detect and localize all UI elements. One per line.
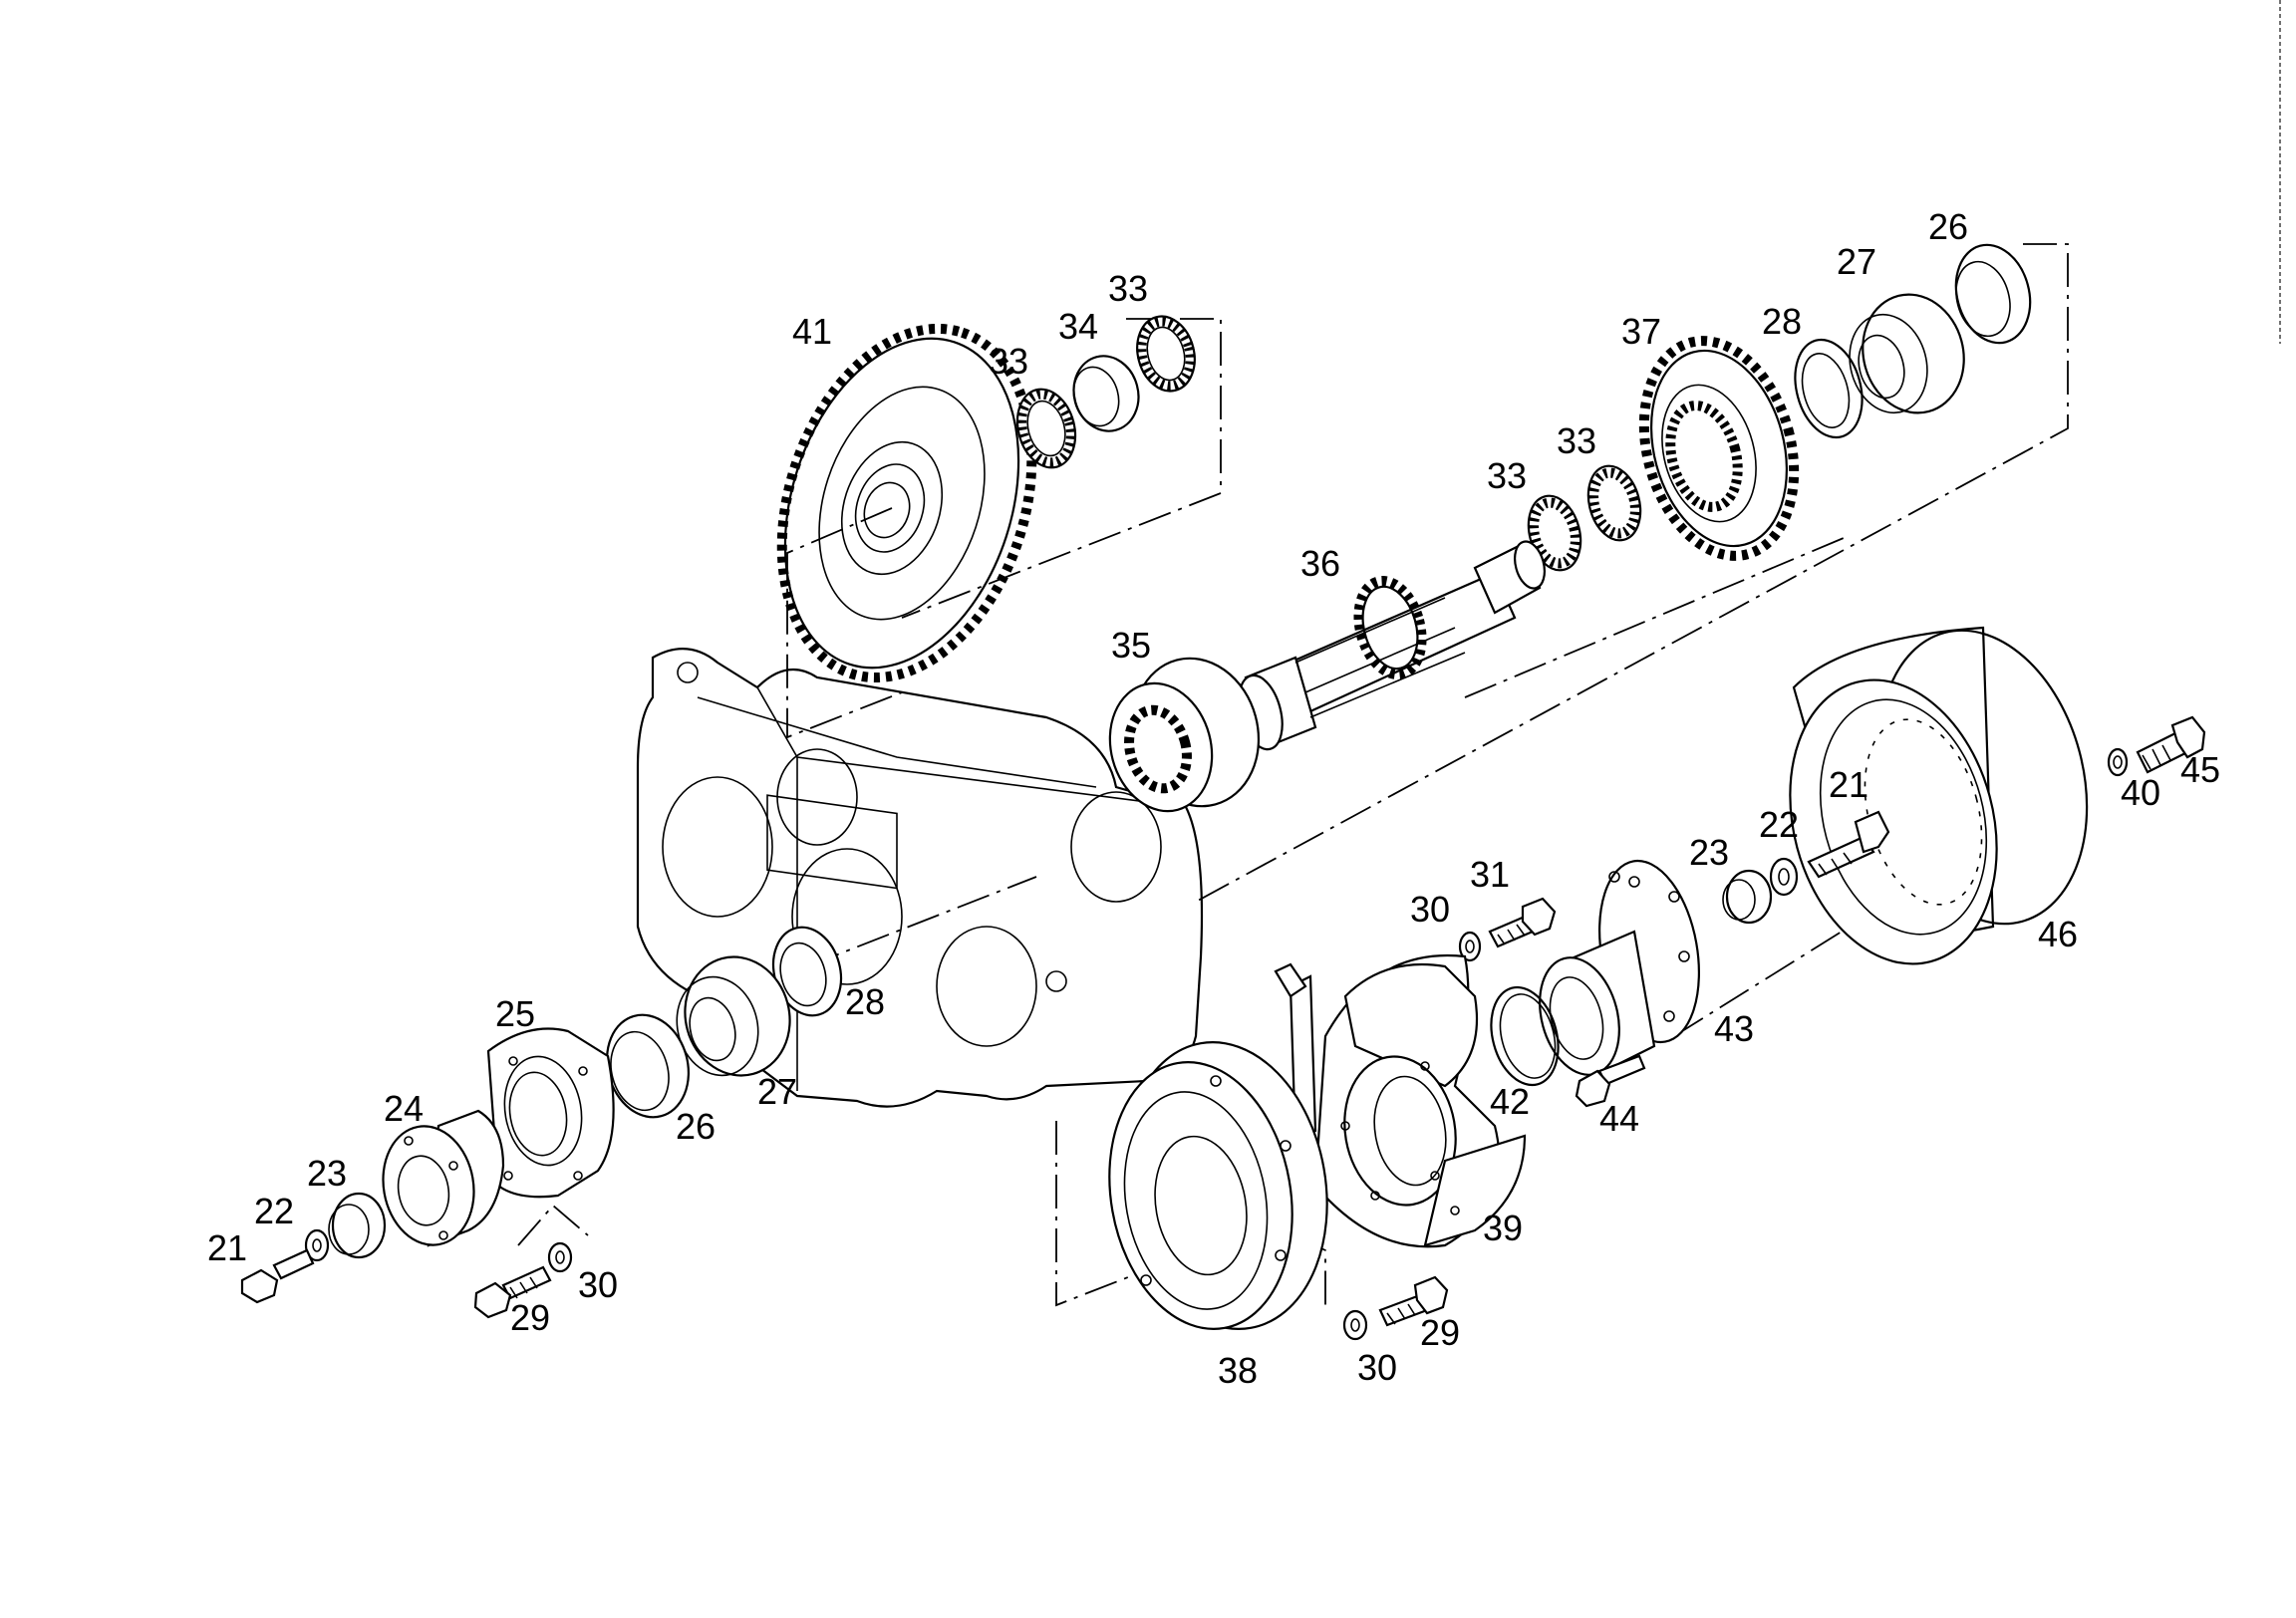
part-30-washer-left <box>547 1241 573 1273</box>
label-27a: 27 <box>1837 241 1876 282</box>
part-39-brake-shoe <box>1274 953 1527 1248</box>
label-43: 43 <box>1714 1008 1754 1049</box>
label-35: 35 <box>1111 625 1151 666</box>
label-23a: 23 <box>1689 832 1729 873</box>
label-21b: 21 <box>207 1227 247 1268</box>
part-33-needle-bearing-b <box>1136 315 1196 393</box>
label-31: 31 <box>1470 854 1510 895</box>
part-25-bearing-cover <box>486 1027 615 1199</box>
label-34: 34 <box>1058 306 1098 347</box>
label-33a: 33 <box>989 341 1028 382</box>
label-33b: 33 <box>1108 268 1148 309</box>
label-46: 46 <box>2038 914 2078 954</box>
part-21-bolt-right <box>1807 810 1890 879</box>
part-33-needle-bearing-d <box>1586 464 1642 542</box>
part-31-bolt <box>1488 897 1557 948</box>
label-27b: 27 <box>757 1071 797 1112</box>
assembly-axis-lines <box>517 243 2069 1307</box>
label-30b: 30 <box>578 1264 618 1305</box>
part-43-flange-hub <box>1539 859 1700 1078</box>
label-38: 38 <box>1218 1350 1258 1391</box>
part-30-washer-middle <box>1458 931 1482 962</box>
label-26b: 26 <box>676 1106 716 1147</box>
part-23-cap-right <box>1722 869 1773 925</box>
part-22-washer-right <box>1769 857 1799 897</box>
label-25: 25 <box>495 993 535 1034</box>
part-36-splined-shaft <box>1238 540 1546 751</box>
label-40: 40 <box>2121 772 2160 813</box>
label-33c: 33 <box>1487 455 1527 496</box>
part-23-cap-left <box>328 1192 387 1259</box>
part-44-bolt <box>1575 1054 1646 1108</box>
part-33-needle-bearing-a <box>1015 388 1077 469</box>
part-40-washer-right <box>2107 747 2129 777</box>
part-21-bolt-left <box>240 1248 315 1304</box>
label-45: 45 <box>2180 749 2220 790</box>
part-27-ball-bearing-upper <box>1849 293 1965 414</box>
callout-labels: 41 33 34 33 37 28 27 26 33 33 36 35 21 2… <box>207 206 2220 1391</box>
label-42: 42 <box>1490 1081 1530 1122</box>
label-23b: 23 <box>307 1153 347 1194</box>
part-26-seal-upper <box>1954 243 2032 345</box>
part-30-washer-bottom <box>1342 1309 1368 1341</box>
label-28b: 28 <box>845 981 885 1022</box>
label-21a: 21 <box>1829 764 1868 805</box>
label-37: 37 <box>1621 311 1661 352</box>
label-30c: 30 <box>1357 1347 1397 1388</box>
label-36: 36 <box>1300 543 1340 584</box>
label-30a: 30 <box>1410 889 1450 930</box>
part-24-flange <box>382 1109 505 1247</box>
part-28-ring-upper <box>1794 338 1864 439</box>
part-37-gear <box>1638 336 1800 561</box>
label-22b: 22 <box>254 1191 294 1231</box>
label-29a: 29 <box>510 1297 550 1338</box>
label-26a: 26 <box>1928 206 1968 247</box>
part-22-washer-left <box>304 1228 330 1262</box>
part-42-snap-ring <box>1490 985 1560 1087</box>
label-29b: 29 <box>1420 1312 1460 1353</box>
part-45-bolt-right <box>2136 715 2206 774</box>
part-46-brake-drum <box>1789 626 2089 965</box>
gearbox-housing <box>636 648 1204 1108</box>
part-38-backing-plate <box>1108 1041 1328 1330</box>
label-33d: 33 <box>1557 420 1596 461</box>
label-24: 24 <box>384 1088 424 1129</box>
label-22a: 22 <box>1759 804 1799 845</box>
part-34-spacer-ring <box>1072 355 1140 432</box>
part-33-needle-bearing-c <box>1527 494 1582 572</box>
label-41: 41 <box>792 311 832 352</box>
label-39: 39 <box>1483 1208 1523 1248</box>
part-35-coupling <box>1108 657 1261 813</box>
part-27-ball-bearing-lower <box>676 955 791 1077</box>
part-29-bolt-left <box>473 1265 552 1319</box>
label-44: 44 <box>1599 1098 1639 1139</box>
part-29-bolt-bottom <box>1378 1275 1449 1327</box>
label-28a: 28 <box>1762 301 1802 342</box>
